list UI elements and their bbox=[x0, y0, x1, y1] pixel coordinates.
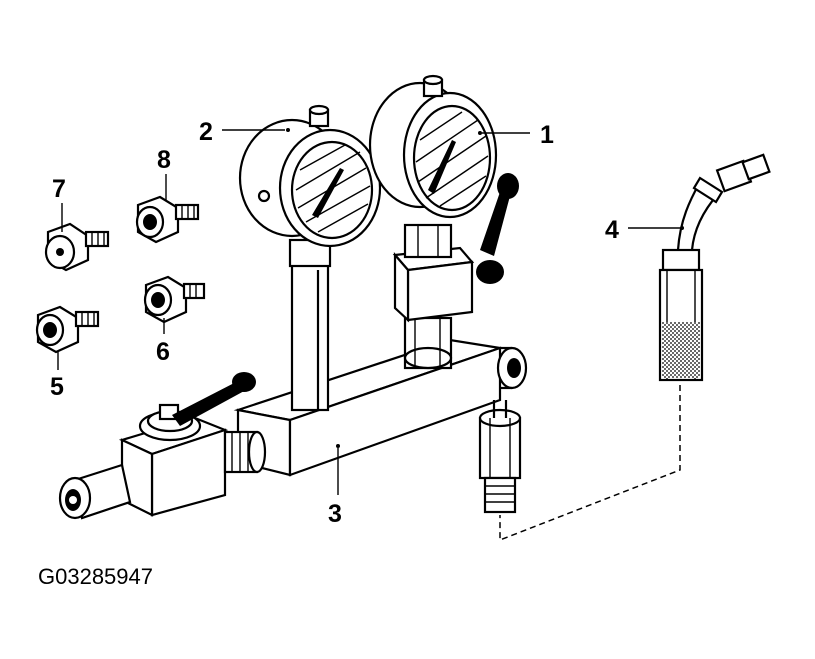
gauge-1 bbox=[368, 74, 519, 370]
callout-8: 8 bbox=[157, 146, 171, 174]
callout-6: 6 bbox=[156, 338, 170, 366]
callout-3: 3 bbox=[328, 500, 342, 528]
fitting-5 bbox=[35, 305, 100, 354]
gauge-2 bbox=[238, 104, 382, 412]
leader-lines bbox=[57, 128, 684, 495]
left-valve-block bbox=[58, 372, 267, 520]
outlet-fitting bbox=[478, 400, 522, 514]
fitting-7 bbox=[44, 222, 110, 272]
callout-5: 5 bbox=[50, 373, 64, 401]
reference-code: G03285947 bbox=[38, 564, 153, 589]
fitting-8 bbox=[135, 195, 200, 244]
callout-4: 4 bbox=[605, 216, 619, 244]
connection-dash-line bbox=[499, 385, 681, 542]
hose-assembly bbox=[658, 153, 771, 382]
callout-2: 2 bbox=[199, 118, 213, 146]
fitting-6 bbox=[143, 275, 206, 324]
callout-1: 1 bbox=[540, 121, 554, 149]
callout-7: 7 bbox=[52, 175, 66, 203]
